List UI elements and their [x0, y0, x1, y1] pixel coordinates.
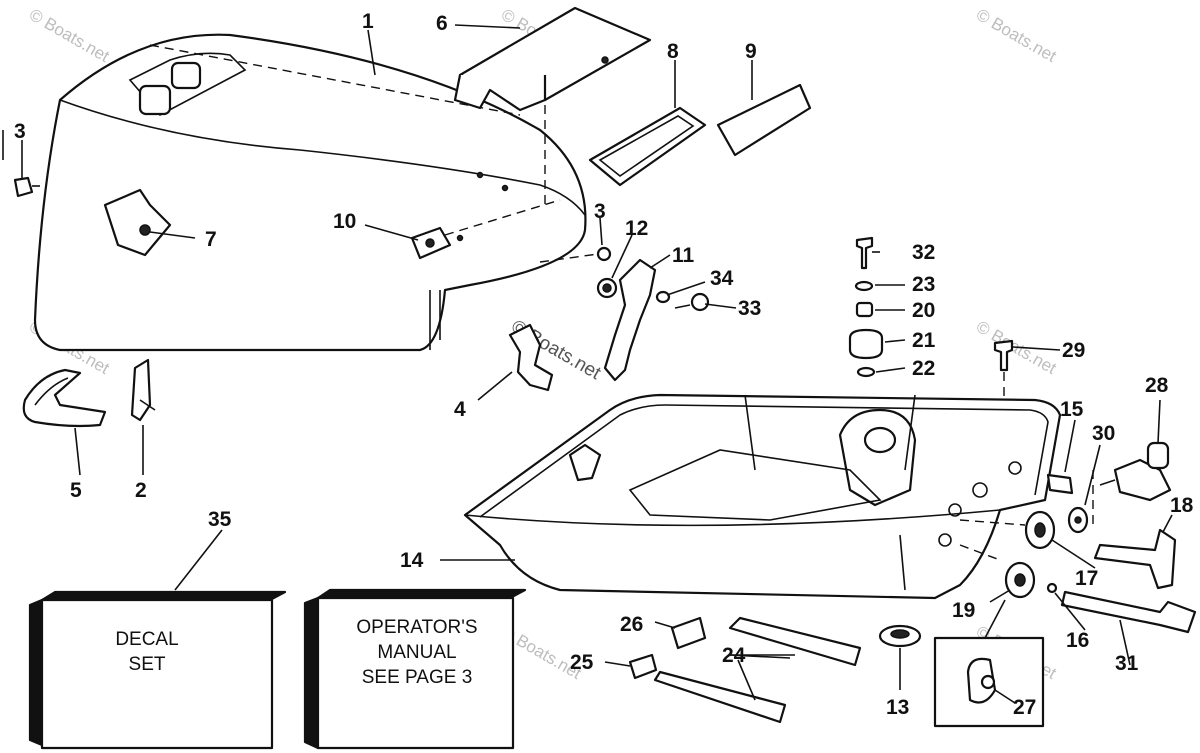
callout-35: 35 [208, 508, 232, 531]
manual-box-line2: MANUAL [377, 642, 456, 663]
callout-11: 11 [672, 244, 695, 267]
callout-20: 20 [912, 299, 935, 322]
manual-box-line1: OPERATOR'S [356, 617, 477, 638]
leader-lines [21, 24, 1173, 704]
tiller-rod [1060, 590, 1197, 634]
shift-handle [1093, 528, 1177, 590]
callout-4: 4 [454, 398, 466, 421]
cover-plate [453, 6, 652, 112]
gasket-frame [588, 106, 707, 187]
operators-manual-box: OPERATOR'S MANUAL SEE PAGE 3 [303, 588, 527, 750]
callout-16: 16 [1066, 629, 1089, 652]
callout-19: 19 [952, 599, 975, 622]
callout-25: 25 [570, 651, 594, 674]
lever [603, 258, 657, 382]
lower-pan [463, 393, 1062, 600]
callout-8: 8 [667, 40, 679, 63]
callout-21: 21 [912, 329, 936, 352]
bolt-29 [993, 339, 1014, 372]
callout-13: 13 [886, 696, 909, 719]
callout-3-right: 3 [594, 200, 606, 223]
decal-box-line1: DECAL [115, 629, 178, 650]
decal-strip [716, 83, 812, 157]
callouts: 1 2 3 3 4 5 6 7 8 9 10 11 12 13 14 15 16… [14, 10, 1194, 719]
sleeve [1046, 473, 1074, 495]
callout-26: 26 [620, 613, 643, 636]
callout-18: 18 [1170, 494, 1194, 517]
callout-3-left: 3 [14, 120, 26, 143]
callout-23: 23 [912, 273, 935, 296]
callout-10: 10 [333, 210, 356, 233]
grommet-13 [878, 624, 922, 648]
screw-33 [674, 292, 710, 312]
callout-12: 12 [625, 217, 648, 240]
callout-33: 33 [738, 297, 761, 320]
grommet [596, 277, 618, 299]
callout-28: 28 [1145, 374, 1169, 397]
washer [655, 290, 671, 304]
callout-31: 31 [1115, 652, 1139, 675]
plug [596, 246, 612, 262]
latch [508, 323, 554, 392]
callout-27: 27 [1013, 696, 1036, 719]
rubber-parts [628, 616, 862, 724]
callout-1: 1 [362, 10, 374, 33]
part-27-box [933, 636, 1045, 728]
grommet-17 [1024, 510, 1056, 550]
manual-box-line3: SEE PAGE 3 [362, 667, 473, 688]
pin [1046, 582, 1058, 594]
mount-stack [848, 236, 884, 378]
callout-29: 29 [1062, 339, 1085, 362]
callout-14: 14 [400, 549, 424, 572]
callout-6: 6 [436, 12, 448, 35]
callout-30: 30 [1092, 422, 1115, 445]
callout-5: 5 [70, 479, 82, 502]
grommet-19 [1004, 561, 1036, 599]
watermark: © Boats.net [26, 5, 113, 66]
decal-set-box: DECAL SET [28, 590, 287, 750]
callout-9: 9 [745, 40, 757, 63]
callout-22: 22 [912, 357, 935, 380]
callout-32: 32 [912, 241, 935, 264]
bracket [130, 358, 156, 422]
choke-knob [1099, 441, 1172, 502]
decal-box-line2: SET [129, 654, 166, 675]
upper-cover [33, 33, 587, 352]
callout-17: 17 [1075, 567, 1098, 590]
callout-24: 24 [722, 644, 746, 667]
screw-left [13, 176, 40, 198]
callout-15: 15 [1060, 398, 1084, 421]
callout-34: 34 [710, 267, 734, 290]
callout-7: 7 [205, 228, 217, 251]
callout-2: 2 [135, 479, 147, 502]
handle [22, 368, 107, 428]
watermark: © Boats.net [973, 5, 1060, 66]
